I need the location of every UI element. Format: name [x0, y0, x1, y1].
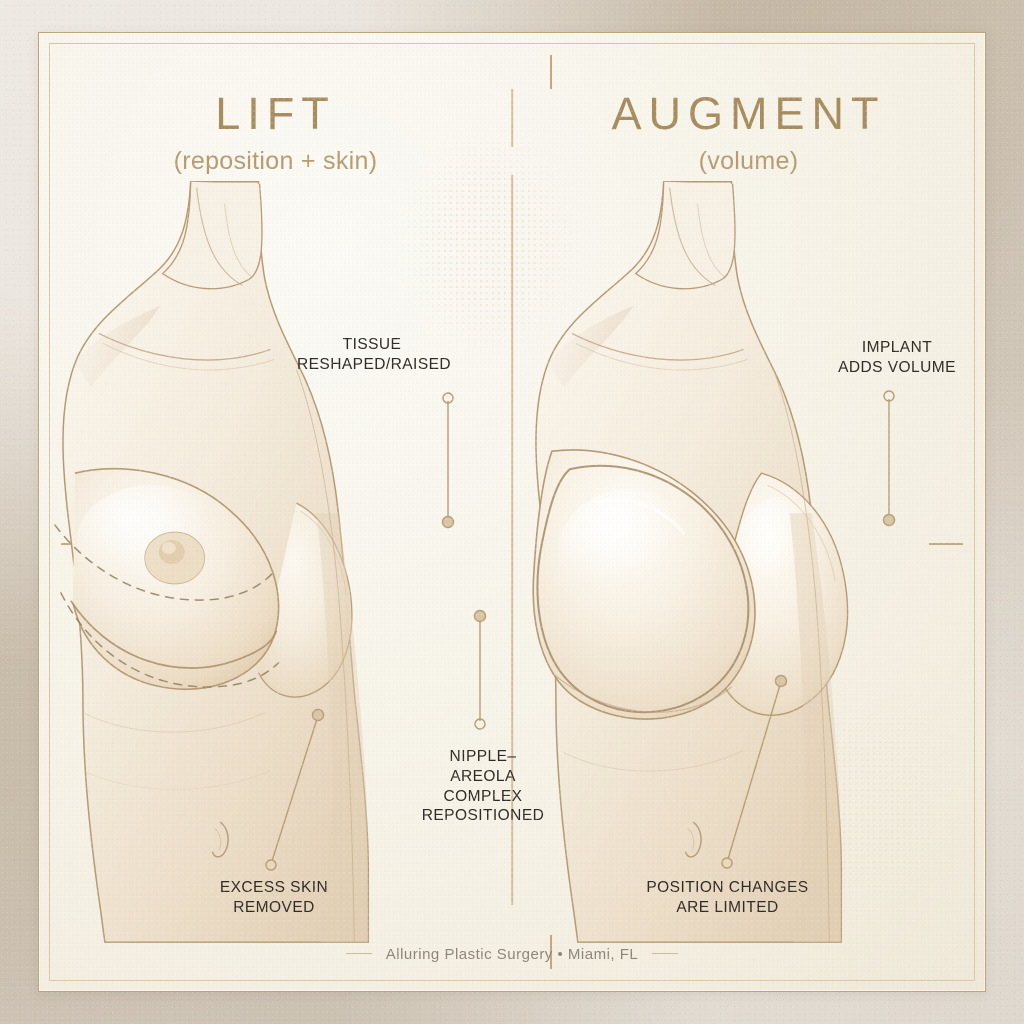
callout-position-limited-text: POSITION CHANGES ARE LIMITED	[646, 879, 809, 916]
footer-text: Alluring Plastic Surgery • Miami, FL	[385, 946, 639, 963]
panel-augment-header: AUGMENT (volume)	[512, 91, 985, 176]
edge-tick-top	[550, 55, 552, 89]
panel-lift-header: LIFT (reposition + skin)	[39, 91, 512, 176]
leader-line-excess-skin	[261, 708, 329, 873]
panel-augment-title: AUGMENT	[611, 88, 886, 139]
callout-nipple-areola: NIPPLE– AREOLA COMPLEX REPOSITIONED	[415, 747, 551, 826]
leader-line-nipple-areola	[471, 609, 495, 733]
diagram-card: LIFT (reposition + skin)	[38, 32, 986, 992]
footer: Alluring Plastic Surgery • Miami, FL	[39, 946, 985, 963]
edge-tick-right	[929, 543, 963, 545]
callout-implant-volume-text: IMPLANT ADDS VOLUME	[838, 339, 956, 376]
callout-nipple-areola-text: NIPPLE– AREOLA COMPLEX REPOSITIONED	[421, 748, 545, 825]
callout-tissue-reshaped: TISSUE RESHAPED/RAISED	[297, 335, 452, 375]
figure-augment-torso	[512, 173, 985, 943]
leader-line-implant	[882, 390, 906, 531]
leader-line-tissue	[441, 391, 465, 531]
footer-rule-right	[652, 952, 679, 954]
panel-lift: LIFT (reposition + skin)	[39, 33, 544, 991]
panel-augment-subtitle: (volume)	[698, 147, 799, 175]
edge-tick-bottom	[550, 935, 552, 969]
callout-tissue-reshaped-text: TISSUE RESHAPED/RAISED	[297, 336, 452, 373]
callout-excess-skin: EXCESS SKIN REMOVED	[179, 878, 369, 918]
panel-augment: AUGMENT (volume)	[512, 33, 985, 991]
panel-lift-subtitle: (reposition + skin)	[173, 147, 378, 175]
callout-excess-skin-text: EXCESS SKIN REMOVED	[219, 879, 329, 916]
callout-position-limited: POSITION CHANGES ARE LIMITED	[620, 878, 835, 918]
leader-line-position-limited	[714, 673, 794, 873]
footer-rule-left	[345, 952, 372, 954]
figure-lift-torso	[39, 173, 512, 943]
panel-divider	[511, 89, 513, 905]
callout-implant-volume: IMPLANT ADDS VOLUME	[822, 338, 972, 378]
panel-lift-title: LIFT	[215, 88, 336, 139]
